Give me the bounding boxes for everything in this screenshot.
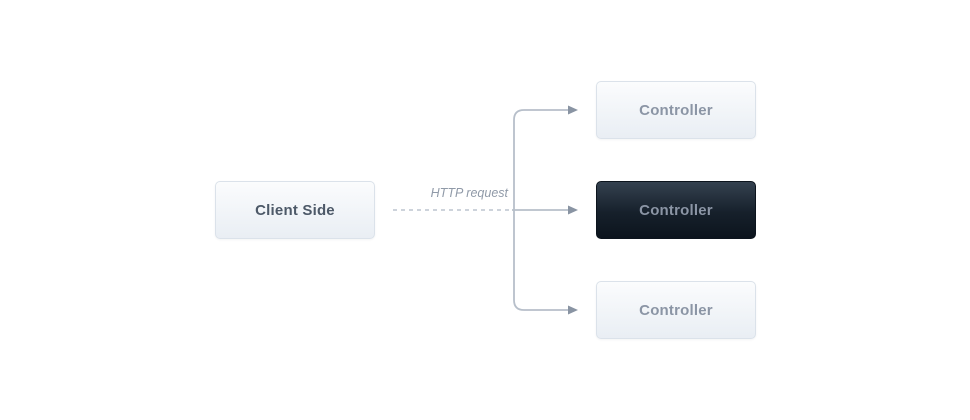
arrowhead-bottom-icon — [568, 305, 578, 315]
controller-node-bottom: Controller — [596, 281, 756, 339]
controller-top-label: Controller — [639, 101, 713, 119]
http-request-label: HTTP request — [430, 186, 508, 200]
client-side-node: Client Side — [215, 181, 375, 239]
controller-middle-label: Controller — [639, 201, 713, 219]
controller-node-middle-active: Controller — [596, 181, 756, 239]
controller-bottom-label: Controller — [639, 301, 713, 319]
arrowhead-top-icon — [568, 105, 578, 115]
arrowhead-middle-icon — [568, 205, 578, 215]
controller-node-top: Controller — [596, 81, 756, 139]
client-side-label: Client Side — [255, 201, 335, 219]
